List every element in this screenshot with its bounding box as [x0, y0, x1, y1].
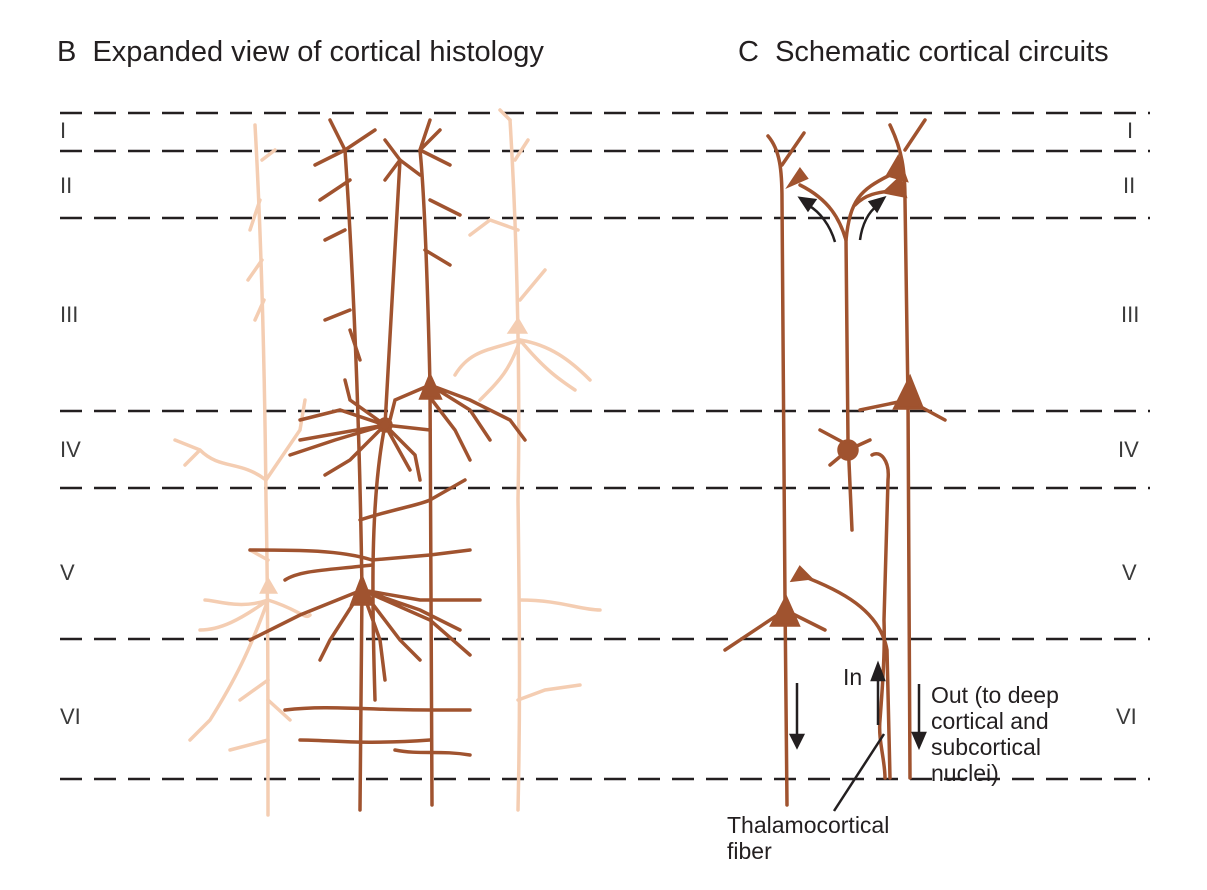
layer-boundaries — [60, 111, 1150, 781]
panel-b-title: B Expanded view of cortical histology — [57, 36, 544, 68]
arrows — [788, 195, 927, 812]
in-label: In — [843, 664, 863, 690]
layer-label-left: III — [60, 302, 79, 327]
layer-label-right: VI — [1116, 704, 1137, 729]
layer-label-left: I — [60, 118, 67, 143]
histology-dark-neurons — [248, 118, 527, 812]
layer-iii-pyramidal-axon — [888, 123, 912, 780]
layer-label-right: IV — [1118, 437, 1139, 462]
layer-label-left: IV — [60, 437, 81, 462]
thalamocortical-leader-line — [832, 733, 886, 812]
layer-label-right: II — [1123, 173, 1136, 198]
layer-label-left: VI — [60, 704, 81, 729]
layer-ii-axon — [798, 183, 854, 532]
layer-label-right: V — [1122, 560, 1137, 585]
layer-label-left: V — [60, 560, 75, 585]
layer-label-right: III — [1121, 302, 1140, 327]
panel-c-title: C Schematic cortical circuits — [738, 36, 1109, 68]
histology-light-neurons — [173, 108, 602, 817]
layer-v-pyramidal-apical — [766, 134, 789, 807]
layer-label-right: I — [1127, 118, 1134, 143]
layer-label-left: II — [60, 173, 73, 198]
thalamocortical-fiber — [870, 452, 890, 780]
circuit-neurons — [723, 118, 947, 807]
